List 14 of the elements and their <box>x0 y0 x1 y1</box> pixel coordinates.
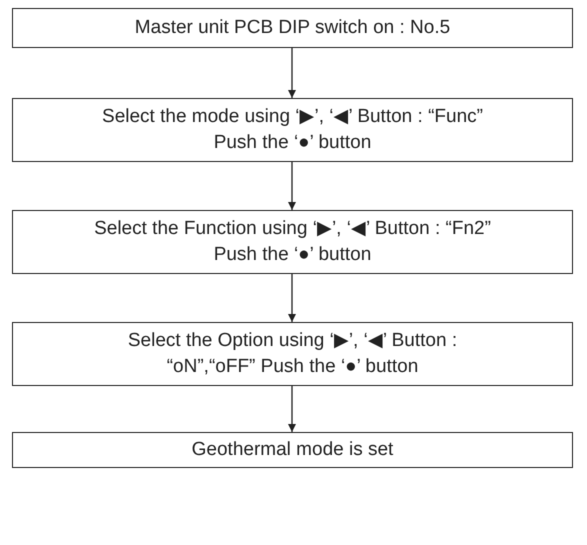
step-text: Select the Option using ‘▶’, ‘◀’ Button : “oN”,“oFF” Push the ‘●’ button <box>126 329 458 379</box>
arrow <box>288 48 296 98</box>
process-box <box>12 8 573 48</box>
process-box <box>12 98 573 162</box>
step-text: Geothermal mode is set <box>190 438 394 462</box>
step-text: Select the Function using ‘▶’, ‘◀’ Button : “Fn2” Push the ‘●’ button <box>93 217 492 267</box>
step-text: Master unit PCB DIP switch on : No.5 <box>134 16 452 40</box>
arrow <box>288 386 296 432</box>
process-box <box>12 432 573 468</box>
step-text: Select the mode using ‘▶’, ‘◀’ Button : “Func” Push the ‘●’ button <box>101 105 484 155</box>
arrow <box>288 274 296 322</box>
process-box <box>12 210 573 274</box>
arrow <box>288 162 296 210</box>
process-box <box>12 322 573 386</box>
